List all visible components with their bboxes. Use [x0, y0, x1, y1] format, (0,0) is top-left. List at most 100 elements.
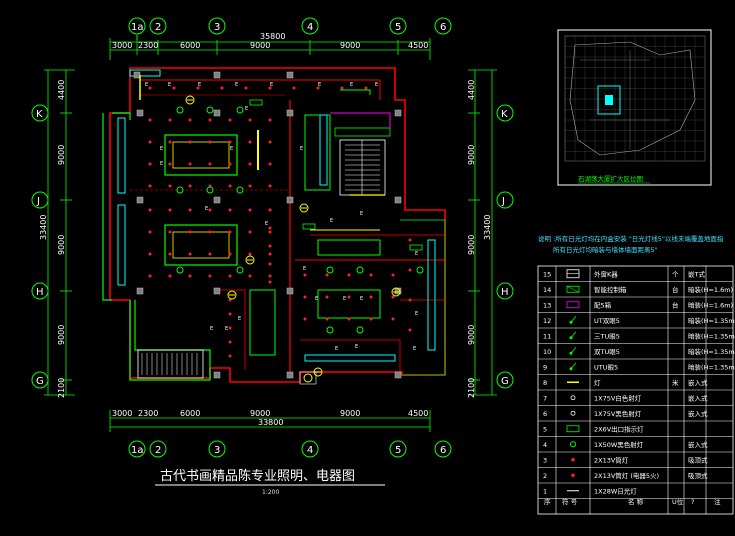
- legend-row-unit: 个: [672, 270, 679, 278]
- title-text: 古代书画精品陈专业照明、电器图: [160, 468, 355, 484]
- col-bubble-3-bottom: 3: [208, 440, 226, 458]
- legend-row-note: 吸顶式: [688, 455, 708, 464]
- row-bubble-K-left: K: [31, 104, 49, 122]
- legend-symbol-sw1-icon: [569, 362, 577, 371]
- key-plan: 石湖荡大厦扩大区位图: [557, 29, 712, 186]
- staircase-lower: [137, 349, 204, 379]
- legend-row-name: 2X6V出口指示灯: [594, 424, 644, 433]
- legend-row-note: 暗装(H=1.6m): [688, 300, 733, 309]
- svg-text:E: E: [225, 326, 228, 332]
- right-seg-1: 4400: [467, 80, 476, 100]
- svg-text:E: E: [198, 82, 201, 88]
- display-case-upper: [164, 134, 238, 176]
- legend-row-number: 9: [543, 363, 547, 371]
- row-bubbles-right: K J H G: [496, 104, 514, 389]
- legend-row-name: 智能控制箱: [594, 285, 627, 294]
- svg-text:E: E: [330, 218, 333, 224]
- left-seg-5: 2100: [57, 378, 66, 398]
- left-total-dim: 33400: [39, 215, 48, 240]
- col-bubble-1a-top: 1a: [128, 17, 146, 40]
- top-total-dim: 35800: [260, 32, 285, 41]
- legend-header: 序 符 号 名 称 U位 ? 注: [544, 497, 721, 506]
- staircase-upper: [334, 127, 391, 196]
- bottom-seg-5: 9000: [340, 409, 360, 418]
- svg-text:E: E: [300, 146, 303, 152]
- legend-row-number: 11: [543, 332, 551, 340]
- top-seg-2: 2300: [138, 41, 158, 50]
- legend-row-unit: 台: [672, 300, 679, 309]
- legend-symbol-switchbox-icon: [566, 269, 580, 279]
- legend-symbol-sw2-icon: [569, 346, 577, 355]
- legend-row-number: 5: [543, 425, 547, 433]
- left-seg-3: 9000: [57, 235, 66, 255]
- column-bubbles-bottom: 1a 2 3 4 5 6: [128, 440, 452, 458]
- top-dimension: 35800 3000 2300 6000 9000 9000 4500: [109, 32, 431, 60]
- svg-text:E: E: [145, 82, 148, 88]
- svg-text:G: G: [501, 376, 509, 387]
- svg-text:E: E: [355, 344, 358, 350]
- legend-row-name: 双TU眼5: [594, 348, 620, 356]
- legend-row-number: 6: [543, 410, 547, 418]
- top-seg-1: 3000: [112, 41, 132, 50]
- legend-row-name: 2X13V筒灯 (电器5火): [594, 471, 659, 480]
- svg-text:E: E: [360, 211, 363, 217]
- bottom-seg-3: 6000: [180, 409, 200, 418]
- legend-row-number: 3: [543, 456, 547, 464]
- row-bubble-J-left: J: [31, 191, 49, 209]
- svg-text:E: E: [205, 206, 208, 212]
- right-seg-2: 9000: [467, 145, 476, 165]
- legend-row-note: 暗装(H=1.6m): [688, 285, 733, 294]
- row-bubble-J-right: J: [496, 191, 514, 209]
- svg-text:E: E: [315, 296, 318, 302]
- legend-row-name: 灯: [594, 378, 601, 387]
- legend-header-unit: U位: [672, 497, 684, 506]
- col-bubble-5-top: 5: [389, 17, 407, 35]
- left-seg-1: 4400: [57, 80, 66, 100]
- legend-symbol-box-icon: [566, 301, 580, 309]
- svg-text:2: 2: [155, 22, 161, 33]
- key-plan-label: 石湖荡大厦扩大区位图: [578, 174, 643, 183]
- svg-text:E: E: [235, 82, 238, 88]
- svg-text:5: 5: [395, 22, 401, 33]
- legend-symbol-panel-icon: [566, 285, 580, 293]
- legend-row-unit: 台: [672, 285, 679, 294]
- svg-text:J: J: [501, 196, 505, 207]
- svg-text:H: H: [36, 287, 44, 298]
- bottom-seg-1: 3000: [112, 409, 132, 418]
- legend-row-note: 嵌入式: [688, 440, 708, 449]
- left-seg-2: 9000: [57, 145, 66, 165]
- legend-row: 5 2X6V出口指示灯: [543, 424, 644, 433]
- col-bubble-1a-bottom: 1a: [128, 440, 146, 458]
- legend-row-number: 2: [543, 472, 547, 480]
- svg-text:E: E: [270, 82, 273, 88]
- scale-text: 1:200: [262, 489, 279, 496]
- legend-row-note: 暗装(H=1.35m): [688, 347, 735, 356]
- legend-row-name: 1X28W日光灯: [594, 486, 637, 495]
- row-bubble-G-right: G: [496, 371, 514, 389]
- svg-text:H: H: [501, 287, 509, 298]
- svg-text:E: E: [160, 161, 163, 167]
- legend-header-no: 序: [544, 497, 551, 506]
- legend-row-name: UTU眼5: [594, 363, 618, 371]
- svg-text:E: E: [238, 316, 241, 322]
- svg-text:E: E: [335, 346, 338, 352]
- legend-row-note: 嵌入式: [688, 378, 708, 387]
- svg-text:6: 6: [440, 445, 446, 456]
- legend-row-number: 7: [543, 394, 547, 402]
- bottom-seg-4: 9000: [250, 409, 270, 418]
- svg-text:4: 4: [307, 445, 313, 456]
- row-bubble-H-right: H: [496, 282, 514, 300]
- legend-symbol-ring-icon: [570, 410, 576, 416]
- drawing-title: 古代书画精品陈专业照明、电器图 1:200: [155, 468, 385, 496]
- bottom-seg-2: 2300: [138, 409, 158, 418]
- svg-text:E: E: [415, 311, 418, 317]
